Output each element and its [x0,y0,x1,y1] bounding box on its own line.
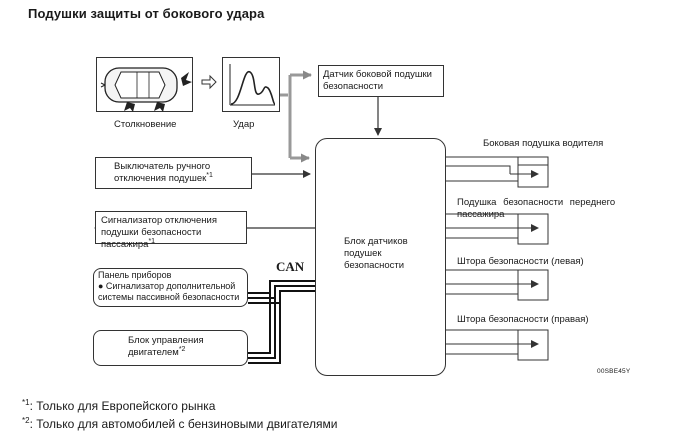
passenger-indicator-label: Сигнализатор отключения подушки безопасн… [101,215,217,250]
collision-label: Столкновение [114,119,177,130]
output-connector-2 [446,213,549,245]
output-label-curtain-right: Штора безопасности (правая) [457,314,589,325]
side-airbag-sensor-label: Датчик боковой подушки безопасности [323,69,432,92]
output-label-passenger-airbag: Подушка безопасности переднего пассажира [457,197,616,220]
can-bus-label: CAN [276,259,305,274]
output-connector-1 [446,156,549,188]
engine-ecu-label: Блок управления двигателем*2 [128,335,204,358]
airbag-sensor-unit-box: Блок датчиков подушек безопасности [315,138,446,376]
impact-label: Удар [233,119,255,130]
output-label-driver-side-airbag: Боковая подушка водителя [483,138,604,149]
manual-switch-label: Выключатель ручного отключения подушек*1 [114,161,213,184]
engine-ecu-box: Блок управления двигателем*2 [93,330,248,366]
diagram-title: Подушки защиты от бокового удара [28,6,265,21]
instrument-panel-label: Панель приборов [98,270,172,280]
output-label-curtain-left: Штора безопасности (левая) [457,256,584,267]
side-airbag-sensor-box: Датчик боковой подушки безопасности [318,65,444,97]
output-connector-3 [446,269,549,301]
figure-code: 00SBE45Y [597,368,631,375]
instrument-panel-box: Панель приборов ● Сигнализатор дополните… [93,268,248,307]
passenger-indicator-box: Сигнализатор отключения подушки безопасн… [95,211,247,250]
impact-signal-line [280,70,312,163]
can-bus-lines [248,280,315,364]
car-top-view-icon [100,67,192,112]
impact-curve-icon [229,64,276,106]
output-connector-4 [446,329,549,361]
footnote-2: *2: Только для автомобилей с бензиновыми… [22,416,338,432]
srs-indicator-label: ● Сигнализатор дополнительной системы па… [98,281,240,302]
manual-switch-box: Выключатель ручного отключения подушек*1 [95,157,252,189]
collision-illustration-box [96,57,193,112]
footnote-1: *1: Только для Европейского рынка [22,398,216,414]
airbag-sensor-unit-label: Блок датчиков подушек безопасности [344,236,408,271]
impact-graph-box [222,57,280,112]
